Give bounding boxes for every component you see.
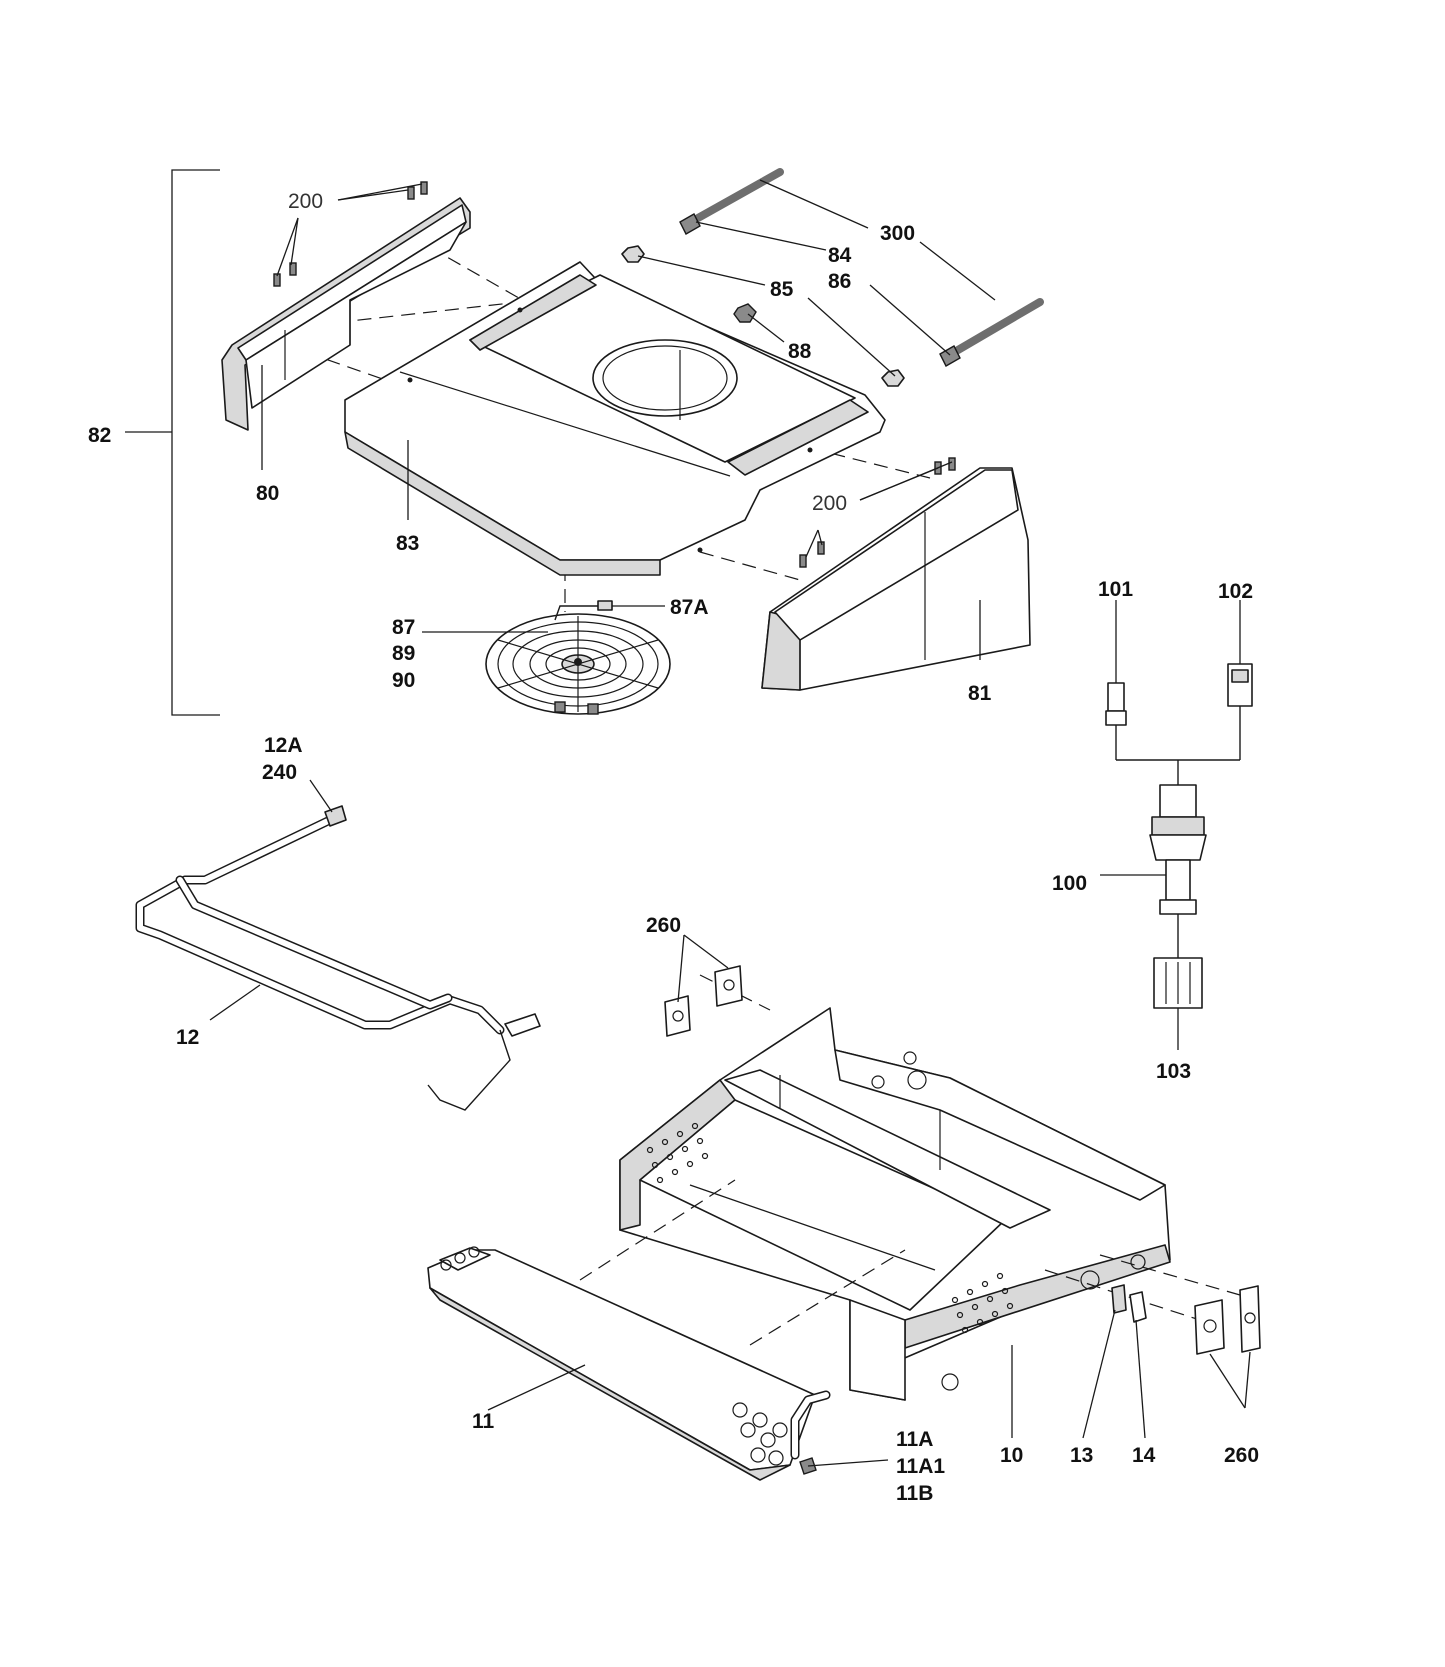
nut-85-lower	[881, 369, 905, 387]
side-shroud-80	[221, 197, 471, 431]
callout-82: 82	[88, 424, 111, 447]
callout-103: 103	[1156, 1060, 1191, 1083]
callout-90: 90	[392, 669, 415, 692]
perforation-right	[951, 1272, 1014, 1334]
callout-81: 81	[968, 682, 992, 705]
callout-13: 13	[1070, 1444, 1093, 1467]
callout-200-right: 200	[812, 492, 847, 515]
callout-12: 12	[176, 1026, 199, 1049]
wiring-harness-100	[1105, 663, 1253, 1009]
clip-13	[1111, 1284, 1127, 1314]
perforation-left	[646, 1122, 709, 1184]
evaporator-coil-11	[427, 1246, 831, 1481]
condenser-fan-87	[485, 600, 671, 715]
lower-assembly-guides	[579, 974, 1241, 1346]
gasket-260-lower-right	[1239, 1285, 1261, 1353]
callout-83: 83	[396, 532, 419, 555]
callout-300: 300	[880, 222, 915, 245]
callout-11A: 11A	[896, 1428, 933, 1451]
callout-10: 10	[1000, 1444, 1023, 1467]
top-cover-83	[344, 261, 886, 576]
callout-14: 14	[1132, 1444, 1156, 1467]
tube-assembly-12	[135, 805, 541, 1111]
callout-260-top: 260	[646, 914, 681, 937]
leader-lines	[209, 179, 1251, 1467]
side-shroud-81	[761, 467, 1031, 691]
nut-85-upper	[621, 245, 645, 263]
screw-set-200-top	[273, 181, 428, 287]
callout-200-top: 200	[288, 190, 323, 213]
callout-11B: 11B	[896, 1482, 933, 1505]
callout-100: 100	[1052, 872, 1087, 895]
gasket-260-lower-left	[1194, 1299, 1225, 1355]
callout-88: 88	[788, 340, 812, 363]
gasket-260-upper-left	[664, 995, 691, 1037]
assembly-bracket-82	[125, 169, 220, 716]
callout-11: 11	[472, 1410, 495, 1433]
gasket-260-upper-right	[714, 965, 743, 1007]
callout-101: 101	[1098, 578, 1133, 601]
callout-102: 102	[1218, 580, 1253, 603]
callout-12A: 12A	[264, 734, 303, 757]
callout-labels: 200 300 84 85 86 88 82 80 83 200 81 87A …	[88, 190, 1259, 1505]
callout-80: 80	[256, 482, 279, 505]
callout-86: 86	[828, 270, 851, 293]
housing-10	[619, 1007, 1171, 1401]
clip-14	[1129, 1291, 1147, 1323]
callout-87A: 87A	[670, 596, 709, 619]
callout-87: 87	[392, 616, 415, 639]
callout-84: 84	[828, 244, 852, 267]
callout-85: 85	[770, 278, 794, 301]
callout-11A1: 11A1	[896, 1455, 945, 1478]
stud-300-lower	[939, 298, 1044, 367]
callout-260-bottom: 260	[1224, 1444, 1259, 1467]
callout-89: 89	[392, 642, 415, 665]
stud-300-upper	[679, 168, 784, 235]
callout-240: 240	[262, 761, 297, 784]
coil-end-plate	[732, 1402, 788, 1466]
grommet-88	[733, 303, 757, 323]
